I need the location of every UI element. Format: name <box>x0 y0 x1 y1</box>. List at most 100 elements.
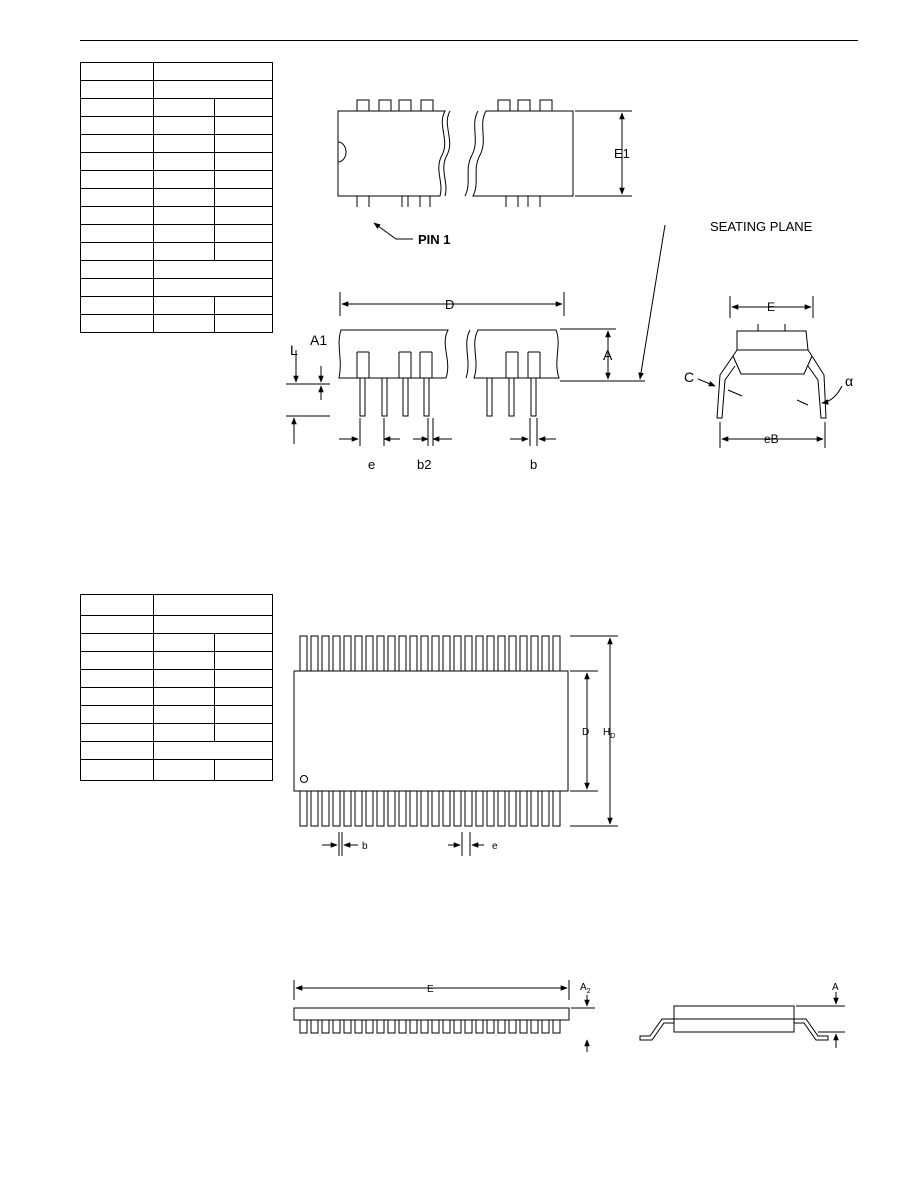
ssop-bottom-lead <box>343 790 352 827</box>
ssop-side-lead <box>552 1019 561 1034</box>
ssop-bottom-lead <box>519 790 528 827</box>
ssop-side-view <box>293 980 595 1052</box>
dip-dimension-table <box>80 62 273 333</box>
ssop-side-lead <box>475 1019 484 1034</box>
table-row <box>80 615 273 634</box>
dim-label-E1: E1 <box>614 146 630 161</box>
ssop-bottom-lead <box>475 790 484 827</box>
table-row <box>80 314 273 333</box>
ssop-side-lead <box>541 1019 550 1034</box>
dim-label-e: e <box>368 457 375 472</box>
ssop-side-lead <box>420 1019 429 1034</box>
ssop-bottom-lead <box>442 790 451 827</box>
ssop-side-lead <box>387 1019 396 1034</box>
dim-label-b: b <box>530 457 537 472</box>
dim-label-A: A <box>603 347 613 363</box>
table-row <box>80 152 273 171</box>
ssop-top-lead <box>387 635 396 672</box>
ssop-dim-label-D: D <box>582 727 589 738</box>
ssop-top-lead <box>310 635 319 672</box>
ssop-dim-label-e: e <box>492 841 498 852</box>
dim-label-b2: b2 <box>417 457 431 472</box>
ssop-top-view <box>293 635 618 856</box>
ssop-side-lead <box>409 1019 418 1034</box>
table-row <box>80 759 273 781</box>
table-row <box>80 242 273 261</box>
dip-end-view <box>697 296 843 448</box>
seating-plane-label: SEATING PLANE <box>710 219 813 234</box>
ssop-bottom-lead <box>552 790 561 827</box>
ssop-dim-label-A: A <box>832 982 839 993</box>
ssop-top-lead <box>552 635 561 672</box>
ssop-bottom-lead <box>321 790 330 827</box>
ssop-side-lead <box>365 1019 374 1034</box>
ssop-bottom-lead <box>486 790 495 827</box>
ssop-bottom-lead <box>354 790 363 827</box>
ssop-bottom-lead <box>453 790 462 827</box>
ssop-top-lead <box>332 635 341 672</box>
dim-label-C: C <box>684 369 694 385</box>
ssop-side-lead <box>486 1019 495 1034</box>
table-row <box>80 260 273 279</box>
ssop-top-lead <box>420 635 429 672</box>
ssop-top-lead <box>365 635 374 672</box>
ssop-side-lead <box>343 1019 352 1034</box>
ssop-bottom-lead <box>398 790 407 827</box>
dim-label-E: E <box>767 300 775 314</box>
ssop-top-lead <box>321 635 330 672</box>
ssop-top-lead <box>486 635 495 672</box>
dip-top-view <box>337 99 632 240</box>
ssop-bottom-lead <box>508 790 517 827</box>
ssop-bottom-lead <box>310 790 319 827</box>
table-row <box>80 651 273 670</box>
ssop-top-lead <box>508 635 517 672</box>
table-row <box>80 98 273 117</box>
table-row <box>80 188 273 207</box>
header-rule <box>80 40 858 41</box>
ssop-side-lead <box>453 1019 462 1034</box>
ssop-bottom-lead <box>332 790 341 827</box>
ssop-top-lead <box>541 635 550 672</box>
ssop-side-lead <box>332 1019 341 1034</box>
ssop-side-lead <box>519 1019 528 1034</box>
ssop-pins <box>299 635 561 827</box>
ssop-side-lead <box>398 1019 407 1034</box>
ssop-side-lead <box>310 1019 319 1034</box>
table-row <box>80 723 273 742</box>
ssop-side-pins <box>299 1019 561 1034</box>
table-row <box>80 669 273 688</box>
dim-label-L: L <box>290 342 298 358</box>
table-row <box>80 62 273 81</box>
ssop-bottom-lead <box>530 790 539 827</box>
table-row <box>80 594 273 616</box>
ssop-bottom-lead <box>541 790 550 827</box>
ssop-top-lead <box>376 635 385 672</box>
ssop-dim-label-b: b <box>362 841 368 852</box>
ssop-top-lead <box>431 635 440 672</box>
ssop-bottom-lead <box>497 790 506 827</box>
ssop-dim-label-E: E <box>427 984 434 995</box>
ssop-side-lead <box>530 1019 539 1034</box>
ssop-side-lead <box>497 1019 506 1034</box>
ssop-bottom-lead <box>431 790 440 827</box>
ssop-side-lead <box>299 1019 308 1034</box>
ssop-bottom-lead <box>420 790 429 827</box>
table-row <box>80 296 273 315</box>
ssop-side-lead <box>354 1019 363 1034</box>
ssop-top-lead <box>497 635 506 672</box>
ssop-side-lead <box>376 1019 385 1034</box>
ssop-top-lead <box>464 635 473 672</box>
ssop-bottom-lead <box>365 790 374 827</box>
ssop-bottom-lead <box>387 790 396 827</box>
table-row <box>80 705 273 724</box>
ssop-top-lead <box>453 635 462 672</box>
ssop-bottom-lead <box>299 790 308 827</box>
ssop-bottom-lead <box>409 790 418 827</box>
ssop-end-view <box>639 992 845 1048</box>
ssop-top-lead <box>354 635 363 672</box>
ssop-side-lead <box>464 1019 473 1034</box>
pin1-label: PIN 1 <box>418 232 451 247</box>
ssop-bottom-lead <box>464 790 473 827</box>
table-row <box>80 134 273 153</box>
